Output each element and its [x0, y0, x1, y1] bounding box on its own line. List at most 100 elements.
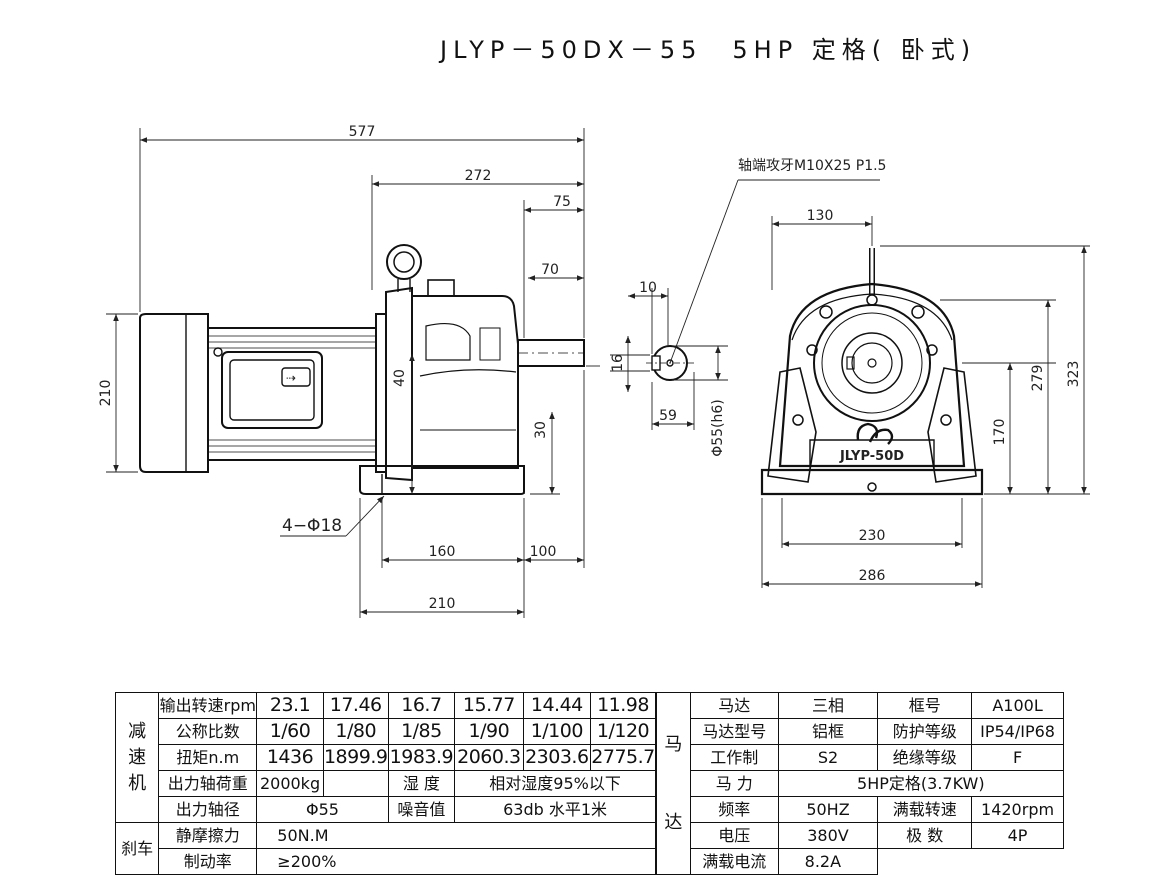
gearbox-front-outline	[778, 282, 966, 468]
ratio-cell: 1/80	[322, 718, 389, 745]
empty-cell	[877, 848, 1064, 875]
speed-cell: 14.44	[522, 692, 592, 719]
speed-cell: 17.46	[322, 692, 389, 719]
svg-text:⇢: ⇢	[286, 371, 296, 385]
power-value: 5HP定格(3.7KW)	[777, 770, 1065, 797]
motor-value: F	[971, 744, 1064, 771]
torque-cell: 1899.9	[322, 744, 389, 771]
reducer-group-label: 减 速 机	[114, 692, 160, 823]
humidity-label: 湿 度	[387, 770, 456, 797]
motor-value: 380V	[777, 822, 879, 849]
motor-value: 4P	[971, 822, 1064, 849]
noise-label: 噪音值	[387, 796, 456, 823]
motor-label: 防护等级	[877, 718, 973, 745]
speed-cell: 11.98	[590, 692, 656, 719]
dim-shaft-diameter: Φ55(h6)	[710, 399, 726, 457]
ratio-cell: 1/100	[522, 718, 592, 745]
brake-rate-value: ≥200%	[256, 848, 656, 875]
dim-210-horizontal: 210	[429, 596, 456, 612]
motor-label: 马达型号	[689, 718, 779, 745]
dim-272: 272	[465, 168, 492, 184]
humidity-value: 相对湿度95%以下	[454, 770, 656, 797]
engineering-drawing: ⇢	[98, 124, 1090, 618]
brake-rate-label: 制动率	[158, 848, 258, 875]
empty-cell	[322, 770, 389, 797]
torque-cell: 2303.6	[522, 744, 592, 771]
dim-230: 230	[859, 528, 886, 544]
dim-70: 70	[541, 262, 559, 278]
dim-10: 10	[639, 280, 657, 296]
motor-label: 极 数	[877, 822, 973, 849]
motor-group-label: 马 达	[656, 692, 691, 875]
noise-value: 63db 水平1米	[454, 796, 656, 823]
load-label: 出力轴荷重	[158, 770, 258, 797]
brake-group-label: 刹车	[114, 822, 160, 875]
shaft-label: 出力轴径	[158, 796, 258, 823]
torque-cell: 2060.3	[454, 744, 524, 771]
ratio-cell: 1/85	[387, 718, 456, 745]
static-friction-label: 静摩擦力	[158, 822, 258, 849]
motor-fan-cover	[139, 313, 209, 473]
mounting-base	[359, 465, 525, 495]
motor-label: 电压	[689, 822, 779, 849]
power-label: 马 力	[689, 770, 779, 797]
dim-210-vertical: 210	[98, 380, 114, 407]
ratio-cell: 1/60	[256, 718, 324, 745]
dim-577: 577	[349, 124, 376, 140]
page-title: JLYP－50DX－55 5HP 定格( 卧式)	[440, 36, 977, 64]
torque-cell: 1436	[256, 744, 324, 771]
dim-279: 279	[1030, 365, 1046, 392]
dim-hole: 4−Φ18	[282, 516, 342, 536]
motor-value: 50HZ	[777, 796, 879, 823]
motor-spec-table: 马 达 马达 三相 框号 A100L 马达型号 铝框 防护等级 IP54/IP6…	[656, 692, 1065, 875]
torque-cell: 2775.7	[590, 744, 656, 771]
motor-label: 框号	[877, 692, 973, 719]
motor-label: 工作制	[689, 744, 779, 771]
eye-bolt	[386, 244, 422, 280]
motor-value: IP54/IP68	[971, 718, 1064, 745]
load-value: 2000kg	[256, 770, 324, 797]
nameplate-icon	[281, 367, 311, 387]
row-label-ratio: 公称比数	[158, 718, 258, 745]
motor-value: 1420rpm	[971, 796, 1064, 823]
motor-label: 绝缘等级	[877, 744, 973, 771]
shaft-value: Φ55	[256, 796, 389, 823]
row-label-torque: 扭矩n.m	[158, 744, 258, 771]
row-label-speed: 输出转速rpm	[158, 692, 258, 719]
side-view: ⇢	[139, 244, 585, 495]
motor-value: 铝框	[777, 718, 879, 745]
tap-spec: 轴端攻牙M10X25 P1.5	[738, 158, 886, 174]
motor-value: 三相	[777, 692, 879, 719]
dim-160: 160	[429, 544, 456, 560]
dim-59: 59	[659, 408, 677, 424]
torque-cell: 1983.9	[387, 744, 456, 771]
static-friction-value: 50N.M	[256, 822, 656, 849]
ratio-cell: 1/90	[454, 718, 524, 745]
dim-40: 40	[392, 369, 408, 387]
dim-30: 30	[533, 421, 549, 439]
dim-286: 286	[859, 568, 886, 584]
dim-16: 16	[610, 354, 626, 372]
motor-value: S2	[777, 744, 879, 771]
terminal-box	[221, 351, 323, 429]
motor-label: 马达	[689, 692, 779, 719]
dim-170: 170	[992, 419, 1008, 446]
dim-75: 75	[553, 194, 571, 210]
dim-100: 100	[530, 544, 557, 560]
speed-cell: 16.7	[387, 692, 456, 719]
current-label: 满载电流	[689, 848, 779, 875]
speed-cell: 23.1	[256, 692, 324, 719]
motor-label: 频率	[689, 796, 779, 823]
side-dimensions	[106, 128, 600, 618]
dim-323: 323	[1066, 361, 1082, 388]
motor-value: A100L	[971, 692, 1064, 719]
ratio-cell: 1/120	[590, 718, 656, 745]
reducer-spec-table: 减 速 机 输出转速rpm 23.1 17.46 16.7 15.77 14.4…	[114, 692, 656, 875]
current-value: 8.2A	[777, 848, 879, 875]
brand-logo	[856, 422, 894, 445]
logo-text: JLYP-50D	[839, 449, 904, 464]
speed-cell: 15.77	[454, 692, 524, 719]
motor-label: 满载转速	[877, 796, 973, 823]
front-dimensions	[761, 216, 1090, 588]
dim-130: 130	[807, 208, 834, 224]
